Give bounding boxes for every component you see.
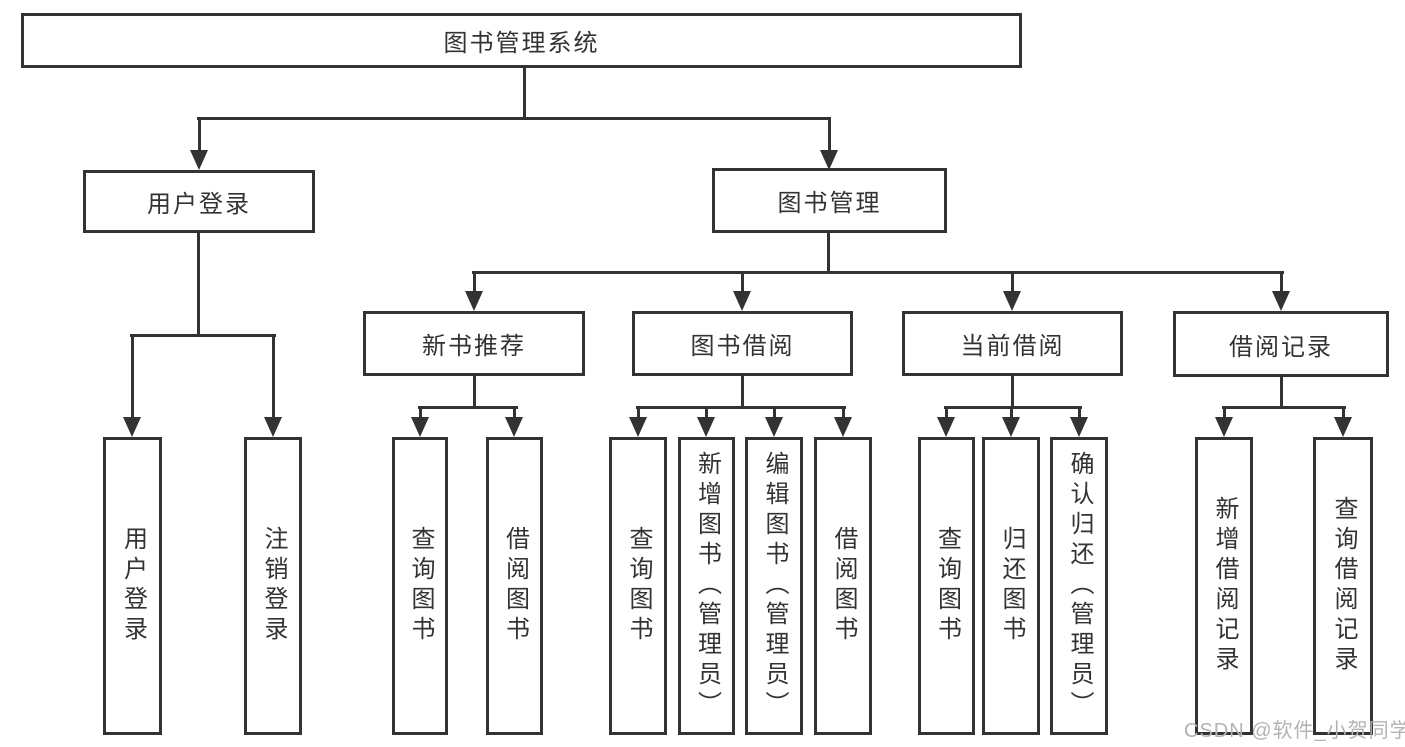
leaf-query-book-recommend: 查询图书 xyxy=(392,437,448,735)
connector-leaf xyxy=(419,408,422,419)
connector-user-login-stem xyxy=(197,233,200,335)
arrow-down-icon xyxy=(1070,417,1088,437)
connector-to-user-login xyxy=(198,118,201,152)
connector-current-borrow-stem xyxy=(1011,376,1014,408)
arrow-down-icon xyxy=(505,417,523,437)
arrow-down-icon xyxy=(629,417,647,437)
leaf-confirm-return-admin: 确认归还（管理员） xyxy=(1050,437,1108,735)
arrow-down-icon xyxy=(820,150,838,170)
arrow-down-icon xyxy=(765,417,783,437)
arrow-down-icon xyxy=(834,417,852,437)
leaf-logout: 注销登录 xyxy=(244,437,302,735)
connector-new-book-stem xyxy=(473,376,476,408)
arrow-down-icon xyxy=(1215,417,1233,437)
watermark: CSDN @软件_小贺同学 xyxy=(1184,720,1405,742)
arrow-down-icon xyxy=(465,291,483,311)
node-book-borrow: 图书借阅 xyxy=(632,311,853,376)
connector-current-borrow-split xyxy=(944,406,1082,409)
connector-to-book-management xyxy=(828,118,831,152)
arrow-down-icon xyxy=(1002,417,1020,437)
arrow-down-icon xyxy=(123,417,141,437)
leaf-query-borrow-record: 查询借阅记录 xyxy=(1313,437,1373,735)
node-book-management: 图书管理 xyxy=(712,168,947,233)
arrow-down-icon xyxy=(1272,291,1290,311)
connector-leaf xyxy=(945,408,948,419)
leaf-add-borrow-record: 新增借阅记录 xyxy=(1195,437,1253,735)
connector-leaf xyxy=(842,408,845,419)
connector-leaf xyxy=(513,408,516,419)
connector-leaf xyxy=(705,408,708,419)
connector-leaf xyxy=(1010,408,1013,419)
arrow-down-icon xyxy=(264,417,282,437)
connector-to-current-borrow xyxy=(1011,273,1014,293)
arrow-down-icon xyxy=(1334,417,1352,437)
leaf-edit-book-admin: 编辑图书（管理员） xyxy=(745,437,803,735)
arrow-down-icon xyxy=(411,417,429,437)
node-new-book-recommend: 新书推荐 xyxy=(363,311,585,376)
node-root: 图书管理系统 xyxy=(21,13,1022,68)
connector-book-management-split xyxy=(472,271,1284,274)
connector-new-book-split xyxy=(418,406,518,409)
connector-borrow-records-stem xyxy=(1280,376,1283,408)
connector-leaf xyxy=(637,408,640,419)
node-current-borrow: 当前借阅 xyxy=(902,311,1123,376)
leaf-return-book: 归还图书 xyxy=(982,437,1040,735)
leaf-query-book-borrow: 查询图书 xyxy=(609,437,667,735)
leaf-user-login: 用户登录 xyxy=(103,437,162,735)
connector-book-borrow-stem xyxy=(741,376,744,408)
connector-to-new-book xyxy=(473,273,476,293)
node-borrow-records: 借阅记录 xyxy=(1173,311,1389,377)
connector-to-leaf-logout xyxy=(272,335,275,419)
arrow-down-icon xyxy=(190,150,208,170)
connector-leaf xyxy=(1223,408,1226,419)
arrow-down-icon xyxy=(937,417,955,437)
connector-leaf xyxy=(773,408,776,419)
arrow-down-icon xyxy=(733,291,751,311)
connector-root-split xyxy=(197,117,831,120)
node-user-login: 用户登录 xyxy=(83,170,315,233)
arrow-down-icon xyxy=(1003,291,1021,311)
leaf-borrow-book: 借阅图书 xyxy=(814,437,872,735)
leaf-query-book-current: 查询图书 xyxy=(918,437,975,735)
connector-book-borrow-split xyxy=(636,406,846,409)
connector-user-login-split xyxy=(130,334,276,337)
connector-to-book-borrow xyxy=(741,273,744,293)
connector-book-management-stem xyxy=(827,233,830,273)
leaf-borrow-book-recommend: 借阅图书 xyxy=(486,437,543,735)
connector-to-borrow-records xyxy=(1280,273,1283,293)
connector-leaf xyxy=(1342,408,1345,419)
connector-to-leaf-user-login xyxy=(131,335,134,419)
connector-borrow-records-split xyxy=(1222,406,1346,409)
connector-leaf xyxy=(1078,408,1081,419)
leaf-add-book-admin: 新增图书（管理员） xyxy=(678,437,735,735)
connector-root-stem xyxy=(523,68,526,118)
arrow-down-icon xyxy=(697,417,715,437)
